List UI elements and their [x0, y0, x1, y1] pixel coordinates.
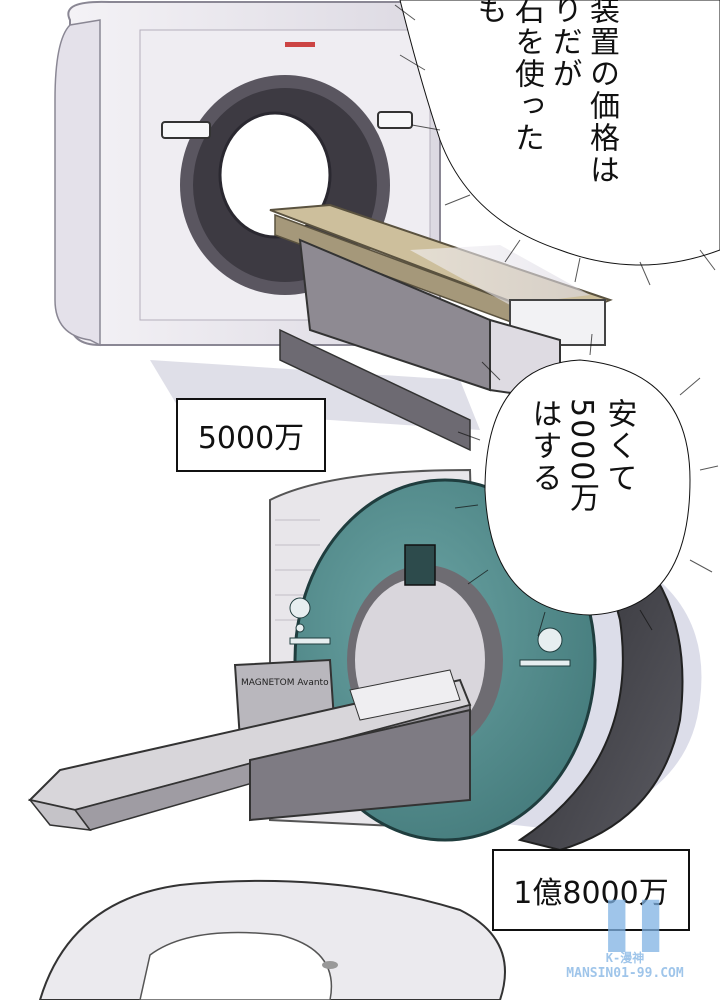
watermark: ▐▐ K-漫神 MANSIN01-99.COM: [540, 901, 710, 982]
speech-bubble-middle: [454, 333, 719, 637]
price-label-ct: 5000万: [176, 398, 326, 472]
bubble-line: 安くて: [601, 398, 637, 494]
watermark-logo-icon: ▐▐: [591, 901, 659, 952]
bubble-text-top: 装置の価格は りだが 石を使った も: [470, 0, 620, 244]
bubble-line: 装置の価格は: [584, 0, 619, 186]
machine-brand-text: MAGNETOM Avanto: [241, 678, 329, 688]
bubble-line: も: [471, 0, 507, 26]
watermark-line1: K-漫神: [605, 951, 645, 965]
bubble-line: りだが: [546, 0, 582, 90]
bubble-line: 5000万: [564, 398, 599, 515]
brand-logo: [285, 42, 315, 47]
ct-scanner: [54, 0, 613, 452]
bubble-line: 石を使った: [509, 0, 544, 154]
speech-bubble-top: [394, 0, 720, 286]
bottom-machine-partial: [38, 879, 506, 1000]
price-label-mri: 1億8000万: [492, 849, 690, 931]
bubble-text-middle: 安くて 5000万 はする: [525, 398, 638, 618]
watermark-line2: MANSIN01-99.COM: [566, 966, 684, 981]
mri-scanner: MAGNETOM Avanto: [28, 468, 702, 852]
bubble-line: はする: [526, 398, 562, 494]
